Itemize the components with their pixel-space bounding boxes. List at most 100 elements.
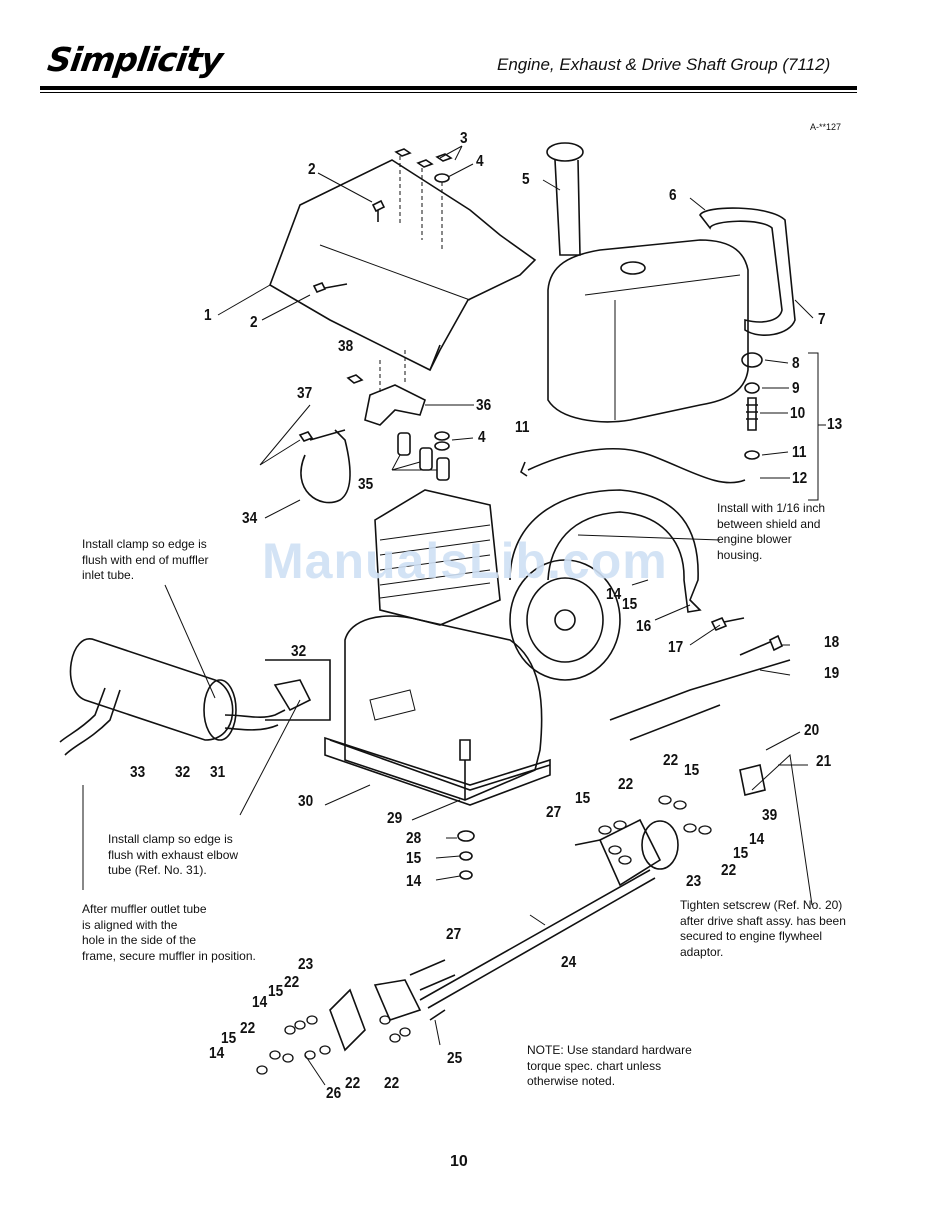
callout-22: 22 — [240, 1020, 256, 1037]
clamp-32 — [273, 679, 312, 712]
callout-15: 15 — [575, 790, 591, 807]
callout-15: 15 — [684, 762, 700, 779]
callout-24: 24 — [561, 954, 577, 971]
callout-8: 8 — [792, 355, 800, 372]
callout-5: 5 — [522, 171, 530, 188]
callout-16: 16 — [636, 618, 652, 635]
callout-38: 38 — [338, 338, 354, 355]
callout-14: 14 — [406, 873, 422, 890]
fuel-line-12 — [527, 448, 746, 484]
callout-3: 3 — [460, 130, 468, 147]
callout-15: 15 — [221, 1030, 237, 1047]
watermark: ManualsLib.com — [262, 533, 668, 589]
callout-11: 11 — [792, 444, 807, 461]
flex-disc-23a — [641, 820, 679, 870]
clip-11 — [744, 450, 760, 460]
callout-34: 34 — [242, 510, 258, 527]
page-title: Engine, Exhaust & Drive Shaft Group (711… — [497, 55, 831, 74]
note-clamp-inlet: Install clamp so edge is flush with end … — [82, 537, 209, 582]
bushing-8 — [741, 352, 763, 368]
callout-15: 15 — [622, 596, 638, 613]
hardware-washers — [256, 795, 712, 1075]
note-muffler-position: After muffler outlet tube is aligned wit… — [82, 902, 256, 963]
callout-18: 18 — [824, 634, 840, 651]
callout-1: 1 — [204, 307, 212, 324]
engine-shield — [269, 159, 537, 372]
callout-36: 36 — [476, 397, 492, 414]
callout-31: 31 — [210, 764, 226, 781]
callout-4: 4 — [478, 429, 486, 446]
cylinder-head — [374, 489, 501, 626]
tank-strap — [699, 207, 796, 336]
fuel-tank — [547, 239, 749, 423]
callout-30: 30 — [298, 793, 314, 810]
callout-39: 39 — [762, 807, 778, 824]
note-torque: NOTE: Use standard hardware torque spec.… — [527, 1043, 692, 1088]
note-shield-gap: Install with 1/16 inch between shield an… — [717, 501, 826, 562]
flex-disc-23b — [329, 988, 366, 1052]
header-rule — [40, 86, 857, 90]
callout-21: 21 — [816, 753, 832, 770]
header-rule-thin — [40, 92, 857, 93]
callout-14: 14 — [252, 994, 268, 1011]
grommet-9 — [744, 382, 760, 394]
fuel-cap-5 — [546, 142, 584, 162]
nuts-3 — [394, 148, 453, 168]
callout-22: 22 — [618, 776, 634, 793]
spacer-35-a — [397, 432, 411, 456]
callout-14: 14 — [749, 831, 765, 848]
screw-2-top — [371, 199, 386, 222]
muffler-bracket — [265, 659, 331, 721]
coupling-plate-front — [598, 818, 662, 887]
callout-11: 11 — [515, 419, 530, 436]
callout-32: 32 — [175, 764, 191, 781]
callout-2: 2 — [308, 161, 316, 178]
callout-28: 28 — [406, 830, 422, 847]
clamp-34 — [300, 429, 351, 504]
callout-7: 7 — [818, 311, 826, 328]
callout-9: 9 — [792, 380, 800, 397]
washer-28 — [457, 830, 475, 842]
muffler-33 — [69, 638, 234, 741]
exhaust-tube-31 — [224, 709, 286, 731]
page-number: 10 — [450, 1153, 468, 1170]
callout-25: 25 — [447, 1050, 463, 1067]
flywheel-cover — [509, 559, 621, 681]
nut-38 — [346, 374, 364, 384]
callout-22: 22 — [663, 752, 679, 769]
callout-2: 2 — [250, 314, 258, 331]
callout-22: 22 — [721, 862, 737, 879]
muffler-outlet-tube — [59, 687, 121, 756]
washer-4-top — [434, 173, 450, 183]
coupling-plate-rear — [373, 979, 422, 1021]
callout-33: 33 — [130, 764, 146, 781]
callout-29: 29 — [387, 810, 403, 827]
choke-cable-19 — [609, 659, 791, 741]
callout-14: 14 — [606, 586, 622, 603]
drive-shaft-24 — [419, 869, 656, 1009]
screw-2-bottom — [312, 281, 348, 294]
callout-15: 15 — [733, 845, 749, 862]
blower-housing — [509, 489, 702, 613]
callout-35: 35 — [358, 476, 374, 493]
callout-32: 32 — [291, 643, 307, 660]
callout-22: 22 — [345, 1075, 361, 1092]
callout-13: 13 — [827, 416, 843, 433]
callout-27: 27 — [546, 804, 562, 821]
engine-crankcase — [344, 615, 543, 801]
washer-4-lower — [434, 431, 450, 441]
screw-17 — [710, 616, 745, 632]
adaptor-39 — [739, 764, 766, 796]
throttle-cable-18 — [739, 634, 784, 656]
callout-15: 15 — [406, 850, 422, 867]
callout-23: 23 — [686, 873, 702, 890]
fitting-10 — [746, 397, 758, 431]
callout-15: 15 — [268, 983, 284, 1000]
spacer-35-c — [436, 457, 450, 481]
callout-26: 26 — [326, 1085, 342, 1102]
callout-12: 12 — [792, 470, 808, 487]
callout-14: 14 — [209, 1045, 225, 1062]
note-clamp-elbow: Install clamp so edge is flush with exha… — [108, 832, 239, 877]
callout-19: 19 — [824, 665, 840, 682]
